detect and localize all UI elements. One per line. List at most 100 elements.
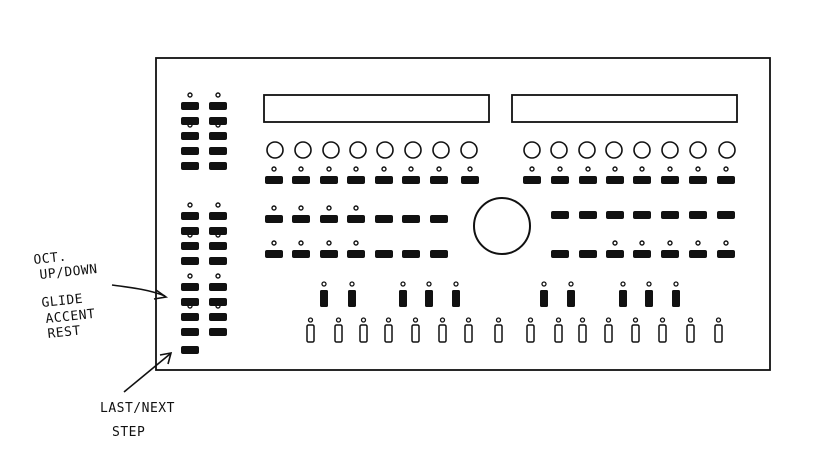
left-button-b-6[interactable] [209,212,227,220]
knob-button-left-5[interactable] [375,176,393,184]
mid-row1-right-3[interactable] [606,211,624,219]
knob-left-7[interactable] [432,141,450,159]
mid-row2-right-1[interactable] [551,250,569,258]
knob-button-left-8[interactable] [461,176,479,184]
dark-switch-7[interactable] [567,290,575,307]
mid-row1-right-7[interactable] [717,211,735,219]
knob-right-3[interactable] [578,141,596,159]
mid-row2-right-3[interactable] [606,250,624,258]
knob-button-right-7[interactable] [689,176,707,184]
left-button-a-7[interactable] [181,227,199,235]
left-button-b-5[interactable] [209,162,227,170]
left-button-a-12[interactable] [181,313,199,321]
dark-switch-8[interactable] [619,290,627,307]
left-button-a-4[interactable] [181,147,199,155]
left-button-a-10[interactable] [181,283,199,291]
mid-row1-right-2[interactable] [579,211,597,219]
knob-button-left-3[interactable] [320,176,338,184]
left-button-a-2[interactable] [181,117,199,125]
knob-right-5[interactable] [633,141,651,159]
step-switch-1[interactable] [306,324,315,343]
knob-button-right-8[interactable] [717,176,735,184]
knob-button-left-1[interactable] [265,176,283,184]
left-button-b-7[interactable] [209,227,227,235]
knob-button-right-5[interactable] [633,176,651,184]
mid-row1-left-2[interactable] [292,215,310,223]
mid-row1-right-4[interactable] [633,211,651,219]
knob-button-right-1[interactable] [523,176,541,184]
knob-left-2[interactable] [294,141,312,159]
left-button-b-3[interactable] [209,132,227,140]
left-button-a-5[interactable] [181,162,199,170]
left-button-a-8[interactable] [181,242,199,250]
mid-row1-right-5[interactable] [661,211,679,219]
knob-left-6[interactable] [404,141,422,159]
step-switch-10[interactable] [554,324,563,343]
step-switch-13[interactable] [631,324,640,343]
left-button-a-9[interactable] [181,257,199,265]
dark-switch-10[interactable] [672,290,680,307]
step-switch-15[interactable] [686,324,695,343]
mid-row1-left-5[interactable] [375,215,393,223]
dark-switch-2[interactable] [348,290,356,307]
knob-button-left-2[interactable] [292,176,310,184]
step-switch-7[interactable] [464,324,473,343]
mid-row1-left-7[interactable] [430,215,448,223]
left-button-a-11[interactable] [181,298,199,306]
step-switch-14[interactable] [658,324,667,343]
dark-switch-6[interactable] [540,290,548,307]
mid-row2-left-3[interactable] [320,250,338,258]
left-button-a-14[interactable] [181,346,199,354]
step-switch-4[interactable] [384,324,393,343]
mid-row1-right-1[interactable] [551,211,569,219]
knob-left-1[interactable] [266,141,284,159]
knob-right-1[interactable] [523,141,541,159]
dark-switch-4[interactable] [425,290,433,307]
left-button-a-6[interactable] [181,212,199,220]
mid-row2-left-1[interactable] [265,250,283,258]
step-switch-11[interactable] [578,324,587,343]
knob-left-3[interactable] [322,141,340,159]
mid-row1-left-4[interactable] [347,215,365,223]
mid-row2-right-5[interactable] [661,250,679,258]
knob-right-4[interactable] [605,141,623,159]
mid-row2-right-7[interactable] [717,250,735,258]
knob-button-right-6[interactable] [661,176,679,184]
mid-row2-left-5[interactable] [375,250,393,258]
mid-row2-left-2[interactable] [292,250,310,258]
knob-button-right-4[interactable] [606,176,624,184]
knob-left-8[interactable] [460,141,478,159]
main-encoder-knob[interactable] [473,197,531,255]
step-switch-12[interactable] [604,324,613,343]
mid-row1-left-6[interactable] [402,215,420,223]
left-button-b-11[interactable] [209,298,227,306]
step-switch-5[interactable] [411,324,420,343]
left-button-b-10[interactable] [209,283,227,291]
dark-switch-1[interactable] [320,290,328,307]
left-button-b-13[interactable] [209,328,227,336]
knob-button-left-6[interactable] [402,176,420,184]
step-switch-2[interactable] [334,324,343,343]
knob-right-7[interactable] [689,141,707,159]
left-button-b-9[interactable] [209,257,227,265]
knob-left-5[interactable] [376,141,394,159]
left-button-b-8[interactable] [209,242,227,250]
mid-row2-right-4[interactable] [633,250,651,258]
mid-row1-left-3[interactable] [320,215,338,223]
dark-switch-5[interactable] [452,290,460,307]
left-button-b-12[interactable] [209,313,227,321]
left-button-b-2[interactable] [209,117,227,125]
knob-button-right-3[interactable] [579,176,597,184]
knob-button-left-4[interactable] [347,176,365,184]
mid-row1-left-1[interactable] [265,215,283,223]
step-switch-8[interactable] [494,324,503,343]
left-button-a-3[interactable] [181,132,199,140]
step-switch-6[interactable] [438,324,447,343]
knob-right-8[interactable] [718,141,736,159]
step-switch-9[interactable] [526,324,535,343]
mid-row2-left-4[interactable] [347,250,365,258]
left-button-b-4[interactable] [209,147,227,155]
step-switch-16[interactable] [714,324,723,343]
mid-row1-right-6[interactable] [689,211,707,219]
knob-left-4[interactable] [349,141,367,159]
